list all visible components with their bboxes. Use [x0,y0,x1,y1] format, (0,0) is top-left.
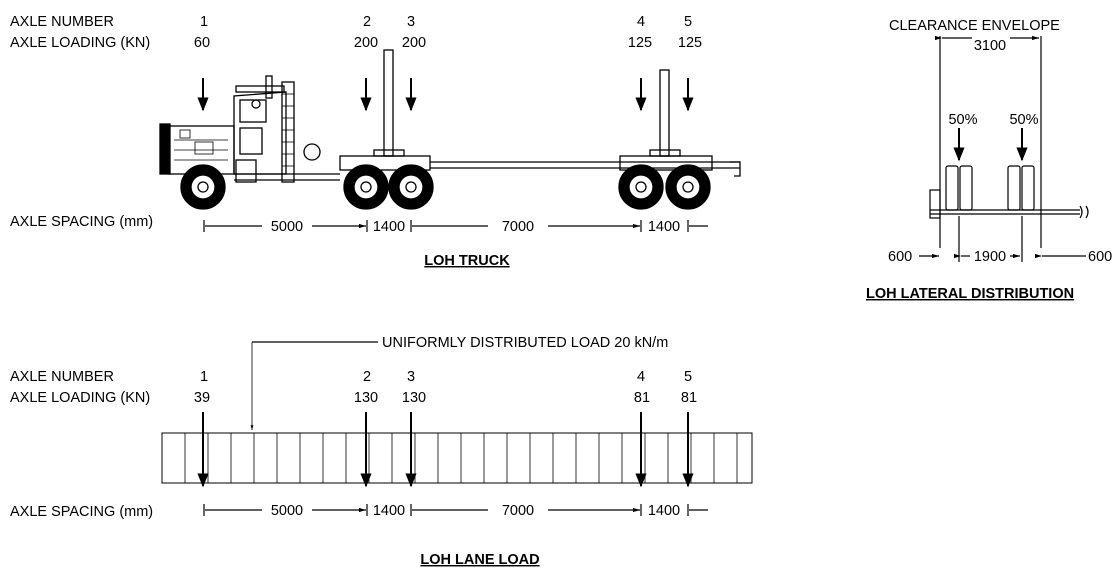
truck-driver-head [251,99,261,109]
lateral-offset-right: 600 [1088,249,1112,265]
lateral-tyres [945,165,1035,211]
lane-axle-load-2: 130 [354,390,378,406]
truck-fuel-tank [235,159,257,183]
truck-axle-loading-label: AXLE LOADING (KN) [10,35,150,51]
lateral-title: LOH LATERAL DISTRIBUTION [866,286,1074,302]
lane-axle-load-1: 39 [194,390,210,406]
lane-axle-load-3: 130 [402,390,426,406]
truck-spacing-2-3: 1400 [373,219,405,235]
truck-axle-number-4: 4 [637,14,645,30]
lane-spacing-dimension [203,504,708,516]
truck-section: AXLE NUMBER AXLE LOADING (KN) 1 2 3 4 5 … [10,14,741,269]
truck-spare-tire [303,143,321,161]
udl-leader [250,341,378,430]
lateral-section: CLEARANCE ENVELOPE 3100 50% 50% [866,18,1112,302]
lane-spacing-3-4: 7000 [502,503,534,519]
truck-headache-rack [281,81,295,183]
truck-title: LOH TRUCK [424,253,510,269]
truck-axle-number-label: AXLE NUMBER [10,14,114,30]
truck-axle-load-5: 125 [678,35,702,51]
truck-axle-number-2: 2 [363,14,371,30]
truck-load-arrows [197,78,694,112]
truck-axle-number-5: 5 [684,14,692,30]
lane-axle-number-2: 2 [363,369,371,385]
lane-axle-number-5: 5 [684,369,692,385]
lane-load-arrows [197,412,694,488]
lateral-wheel-gauge: 1900 [974,249,1006,265]
lane-section: UNIFORMLY DISTRIBUTED LOAD 20 kN/m AXLE … [10,335,753,568]
wheel-share-right: 50% [1009,112,1038,128]
lane-axle-load-5: 81 [681,390,697,406]
lane-spacing-4-5: 1400 [648,503,680,519]
truck-axle-load-3: 200 [402,35,426,51]
lane-axle-number-4: 4 [637,369,645,385]
lane-spacing-2-3: 1400 [373,503,405,519]
udl-strip [161,432,753,484]
truck-cab-window [239,99,267,123]
truck-axle-load-1: 60 [194,35,210,51]
truck-axle-load-2: 200 [354,35,378,51]
trailer-rear-stake [659,69,670,157]
lateral-offset-left: 600 [888,249,912,265]
lane-spacing-1-2: 5000 [271,503,303,519]
lane-axle-spacing-label: AXLE SPACING (mm) [10,504,153,520]
udl-label: UNIFORMLY DISTRIBUTED LOAD 20 kN/m [382,335,668,351]
logging-truck-drawing [159,49,741,210]
truck-spacing-1-2: 5000 [271,219,303,235]
truck-cab-visor [235,85,285,93]
lane-title: LOH LANE LOAD [420,552,539,568]
wheel-share-left: 50% [948,112,977,128]
truck-cab-door [239,127,263,155]
truck-spacing-dimension [203,220,708,232]
truck-wheels [180,164,711,210]
truck-spacing-4-5: 1400 [648,219,680,235]
truck-exhaust-stack [265,75,273,99]
truck-axle-spacing-label: AXLE SPACING (mm) [10,214,153,230]
lane-axle-loading-label: AXLE LOADING (KN) [10,390,150,406]
lane-axle-number-3: 3 [407,369,415,385]
lane-axle-load-4: 81 [634,390,650,406]
envelope-width: 3100 [974,38,1006,54]
truck-front-stake [383,49,394,157]
lateral-deck [919,189,1089,262]
truck-axle-load-4: 125 [628,35,652,51]
truck-front-bumper [159,123,171,175]
truck-axle-number-3: 3 [407,14,415,30]
truck-axle-number-1: 1 [200,14,208,30]
lane-axle-number-1: 1 [200,369,208,385]
lane-axle-number-label: AXLE NUMBER [10,369,114,385]
truck-spacing-3-4: 7000 [502,219,534,235]
clearance-envelope-label: CLEARANCE ENVELOPE [889,18,1060,34]
